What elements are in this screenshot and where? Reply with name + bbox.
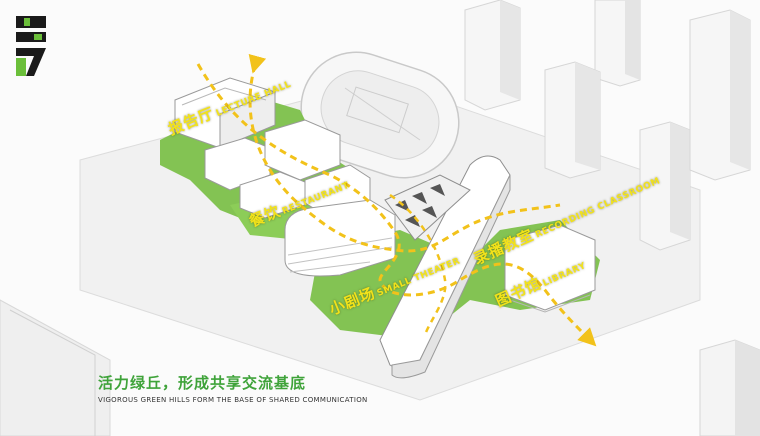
running-track — [300, 51, 460, 179]
residential-towers — [464, 0, 760, 436]
circulation-path — [196, 53, 597, 347]
caption-subtitle: VIGOROUS GREEN HILLS FORM THE BASE OF SH… — [98, 396, 368, 404]
brand-logo — [16, 16, 46, 76]
caption-title: 活力绿丘，形成共享交流基底 — [98, 374, 307, 392]
campus-buildings — [174, 77, 596, 379]
